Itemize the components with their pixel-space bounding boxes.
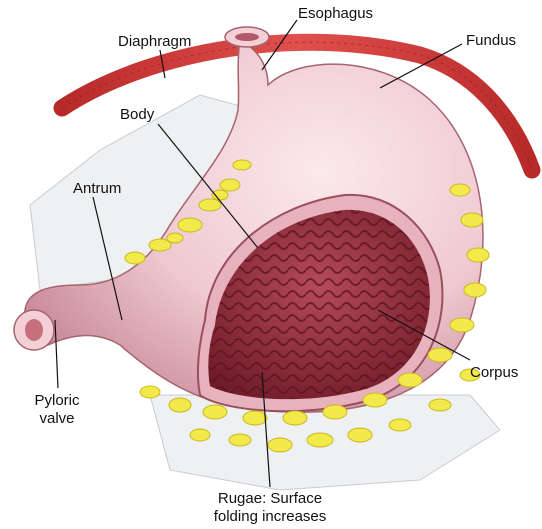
label-esophagus: Esophagus [298,5,373,23]
label-rugae: Rugae: Surface folding increases [195,490,345,526]
label-pyloric-line2: valve [22,410,92,428]
label-corpus: Corpus [470,364,518,382]
label-rugae-line1: Rugae: Surface [195,490,345,508]
label-pyloric-line1: Pyloric [22,392,92,410]
label-antrum: Antrum [73,180,121,198]
label-fundus: Fundus [466,32,516,50]
label-rugae-line2: folding increases [195,508,345,526]
label-body: Body [120,106,154,124]
label-pyloric-valve: Pyloric valve [22,392,92,428]
label-diaphragm: Diaphragm [118,33,191,51]
